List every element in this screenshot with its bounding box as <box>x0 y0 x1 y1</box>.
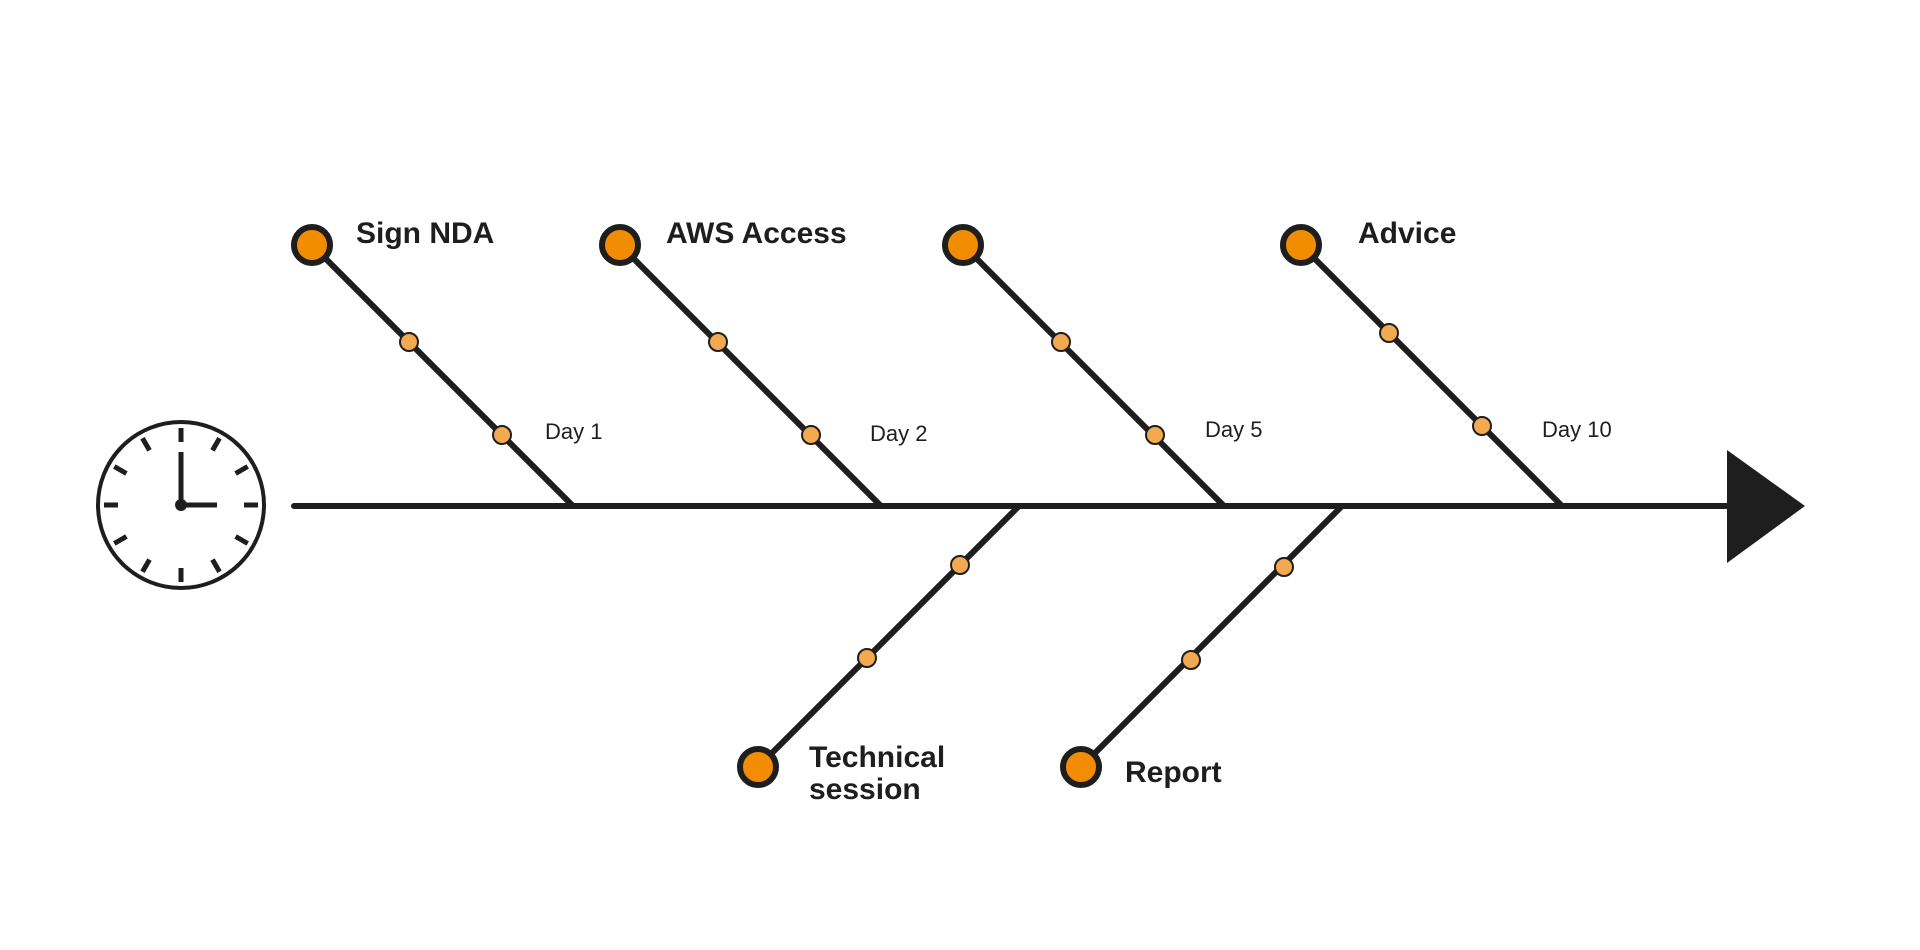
milestone-day-aws-access: Day 2 <box>870 421 928 446</box>
milestone-title-technical-session-line1: Technical <box>809 741 946 774</box>
branch-advice <box>1280 224 1565 509</box>
milestone-title-advice: Advice <box>1358 217 1457 250</box>
milestone-title-technical-session: Technical session <box>809 742 1009 806</box>
branch-day-5 <box>942 224 1227 509</box>
milestone-title-technical-session-line2: session <box>809 773 921 806</box>
branch-dot <box>801 425 821 445</box>
milestone-title-aws-access: AWS Access <box>666 217 847 250</box>
milestone-node <box>599 224 641 266</box>
branch-dot <box>1274 557 1294 577</box>
milestone-node <box>1280 224 1322 266</box>
milestone-node <box>942 224 984 266</box>
arrowhead-icon <box>1727 450 1805 563</box>
branch-dot <box>1051 332 1071 352</box>
branch-technical-session <box>737 503 1022 788</box>
clock-icon <box>96 420 266 590</box>
branch-report <box>1060 503 1345 788</box>
branch-dot <box>857 648 877 668</box>
branch-dot <box>1145 425 1165 445</box>
branch-dot <box>1379 323 1399 343</box>
milestone-title-sign-nda: Sign NDA <box>356 217 495 250</box>
milestone-title-report: Report <box>1125 756 1222 789</box>
clock-center <box>175 499 187 511</box>
branch-dot <box>492 425 512 445</box>
branch-dot <box>399 332 419 352</box>
milestone-day-day-5: Day 5 <box>1205 417 1263 442</box>
milestone-node <box>291 224 333 266</box>
branch-dot <box>1181 650 1201 670</box>
milestone-day-sign-nda: Day 1 <box>545 419 603 444</box>
branch-sign-nda <box>291 224 576 509</box>
branch-aws-access <box>599 224 884 509</box>
milestone-day-advice: Day 10 <box>1542 417 1612 442</box>
branch-dot <box>1472 416 1492 436</box>
milestone-node <box>1060 746 1102 788</box>
branch-dot <box>950 555 970 575</box>
milestone-node <box>737 746 779 788</box>
branch-dot <box>708 332 728 352</box>
clock-ticks <box>104 428 258 582</box>
